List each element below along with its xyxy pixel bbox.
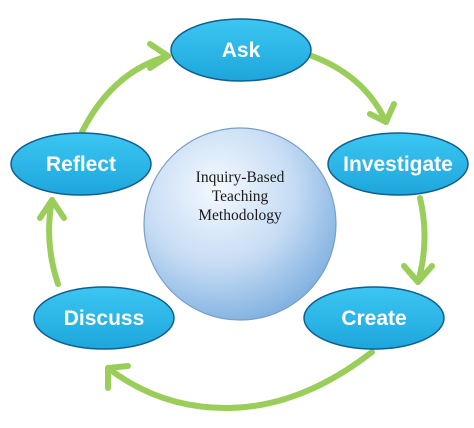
cycle-arrows: [37, 41, 435, 411]
center-node: Inquiry-Based Teaching Methodology: [143, 127, 337, 321]
node-ask-label: Ask: [222, 39, 261, 62]
node-discuss: Discuss: [33, 286, 175, 350]
arrow-ask-to-investigate: [309, 53, 397, 125]
node-investigate: Investigate: [327, 132, 469, 196]
arrow-discuss-to-reflect: [37, 197, 67, 287]
center-title-line-1: Inquiry-Based: [196, 169, 285, 186]
node-create: Create: [303, 286, 445, 350]
node-ask: Ask: [170, 18, 312, 82]
node-discuss-label: Discuss: [64, 307, 145, 330]
arrow-investigate-to-create: [401, 195, 435, 285]
arrow-create-to-discuss: [105, 349, 375, 411]
node-investigate-label: Investigate: [343, 153, 453, 176]
center-title-line-2: Teaching: [212, 188, 269, 205]
node-reflect-label: Reflect: [46, 153, 116, 176]
arrow-reflect-to-ask: [79, 41, 171, 135]
node-create-label: Create: [341, 307, 406, 330]
node-reflect: Reflect: [10, 132, 152, 196]
center-title-line-3: Methodology: [198, 207, 282, 224]
